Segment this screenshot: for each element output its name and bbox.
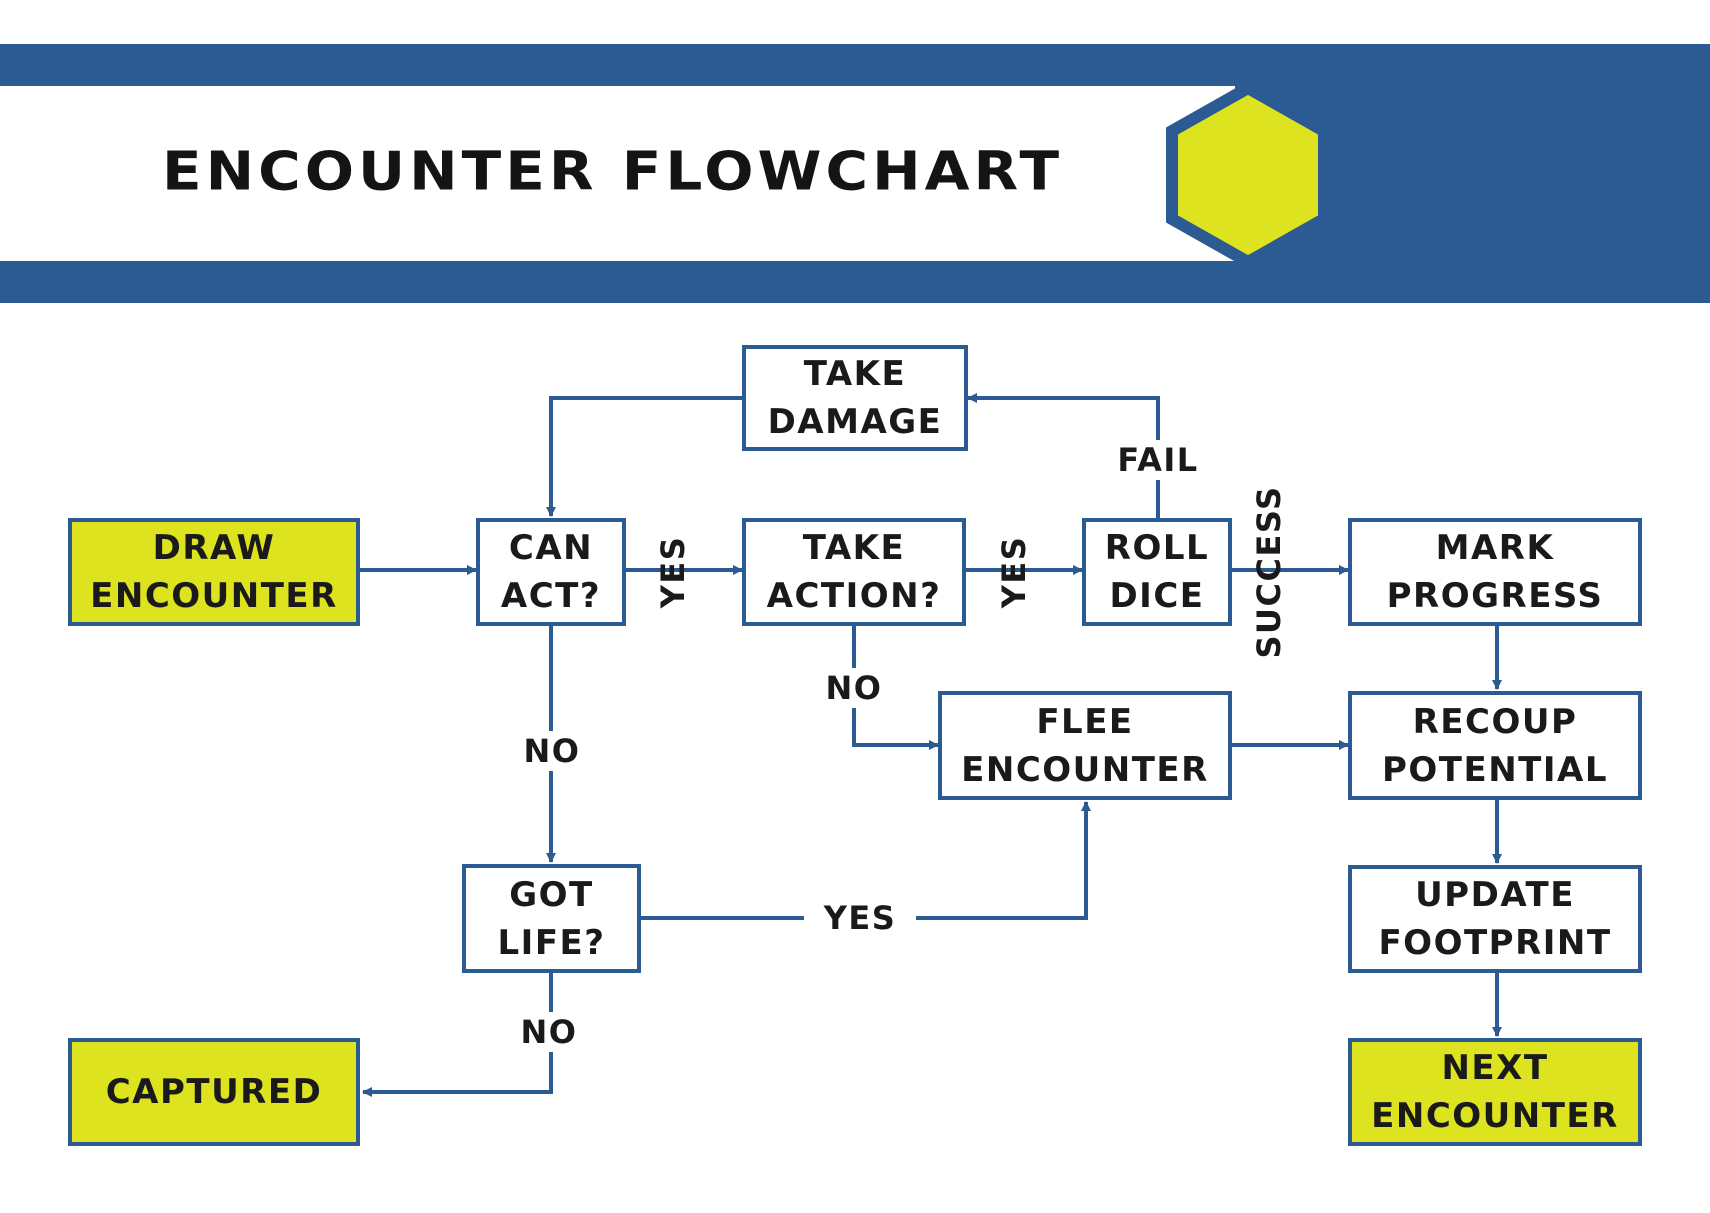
edge-label-roll-fail: FAIL <box>1098 440 1218 480</box>
edge-label-got-life-yes: YES <box>804 898 916 938</box>
node-can-act: CAN ACT? <box>476 518 626 626</box>
edge-got-life-to-flee <box>641 801 1091 920</box>
node-update-footprint: UPDATE FOOTPRINT <box>1348 865 1642 973</box>
node-got-life: GOT LIFE? <box>462 864 641 973</box>
edge-label-can-act-no: NO <box>510 731 594 771</box>
edge-take-damage-to-can-act <box>546 396 744 517</box>
node-captured: CAPTURED <box>68 1038 360 1146</box>
node-mark-progress: MARK PROGRESS <box>1348 518 1642 626</box>
page-title: ENCOUNTER FLOWCHART <box>162 139 1064 203</box>
node-draw-encounter: DRAW ENCOUNTER <box>68 518 360 626</box>
node-take-damage: TAKE DAMAGE <box>742 345 968 451</box>
edge-label-take-action-yes: YES <box>995 535 1033 609</box>
node-take-action: TAKE ACTION? <box>742 518 966 626</box>
edge-label-got-life-no: NO <box>507 1012 591 1052</box>
node-flee-encounter: FLEE ENCOUNTER <box>938 691 1232 800</box>
edge-label-roll-success: SUCCESS <box>1250 485 1288 659</box>
node-next-encounter: NEXT ENCOUNTER <box>1348 1038 1642 1146</box>
node-roll-dice: ROLL DICE <box>1082 518 1232 626</box>
hexagon-icon <box>1166 81 1330 269</box>
node-recoup-potential: RECOUP POTENTIAL <box>1348 691 1642 800</box>
edge-label-take-action-no: NO <box>812 668 896 708</box>
edge-label-can-act-yes: YES <box>654 535 692 609</box>
edge-take-action-to-flee <box>852 626 939 750</box>
